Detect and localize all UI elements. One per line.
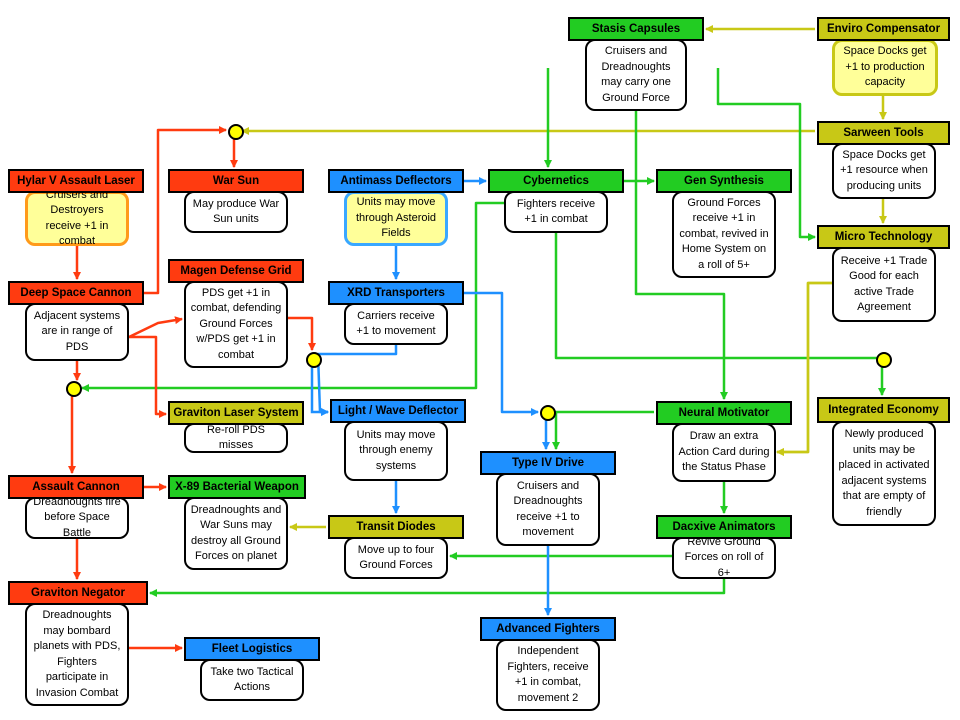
connector-dacxive-to-gravneg: [149, 579, 726, 597]
junction-dot: [228, 124, 244, 140]
connector-dsc-to-magen: [128, 316, 183, 339]
tech-description: Re-roll PDS misses: [184, 423, 288, 453]
junction-dot: [66, 381, 82, 397]
connector-dsc-to-warsun: [144, 126, 227, 295]
tech-title: Integrated Economy: [817, 397, 950, 423]
tech-description: Carriers receive +1 to movement: [344, 303, 448, 345]
tech-title: Magen Defense Grid: [168, 259, 304, 283]
tech-description: Take two Tactical Actions: [200, 659, 304, 701]
junction-dot: [876, 352, 892, 368]
tech-description: Cruisers and Destroyers receive +1 in co…: [25, 189, 129, 247]
tech-title: Type IV Drive: [480, 451, 616, 475]
connector-cyber-to-integrated: [554, 233, 886, 396]
tech-description: Fighters receive +1 in combat: [504, 191, 608, 233]
junction-dot: [306, 352, 322, 368]
tech-description: Revive Ground Forces on roll of 6+: [672, 536, 776, 579]
connector-stasis-to-neural: [634, 111, 728, 400]
connector-junction-to-lightwave: [310, 364, 329, 416]
tech-title: War Sun: [168, 169, 304, 193]
tech-description: Dreadnoughts may bombard planets with PD…: [25, 603, 129, 706]
tech-description: Space Docks get +1 resource when produci…: [832, 143, 936, 199]
tech-description: Cruisers and Dreadnoughts may carry one …: [585, 39, 687, 111]
tech-description: Newly produced units may be placed in ac…: [832, 421, 936, 526]
connector-cyber-to-assault-junction: [81, 201, 504, 392]
tech-title: Graviton Laser System: [168, 401, 304, 425]
tech-title: Micro Technology: [817, 225, 950, 249]
connector-microtech-to-integrated: [776, 281, 832, 456]
tech-description: Space Docks get +1 to production capacit…: [832, 39, 938, 96]
tech-description: Units may move through enemy systems: [344, 421, 448, 481]
tech-description: Dreadnoughts fire before Space Battle: [25, 496, 129, 539]
tech-title: Cybernetics: [488, 169, 624, 193]
tech-title: Light / Wave Deflector: [330, 399, 466, 423]
junction-dot: [540, 405, 556, 421]
tech-description: PDS get +1 in combat, defending Ground F…: [184, 281, 288, 368]
tech-description: Draw an extra Action Card during the Sta…: [672, 423, 776, 482]
tech-title: XRD Transporters: [328, 281, 464, 305]
tech-description: Move up to four Ground Forces: [344, 537, 448, 579]
tech-title: Deep Space Cannon: [8, 281, 144, 305]
tech-title: Transit Diodes: [328, 515, 464, 539]
tech-description: Units may move through Asteroid Fields: [344, 191, 448, 246]
tech-title: Antimass Deflectors: [328, 169, 464, 193]
tech-description: Receive +1 Trade Good for each active Tr…: [832, 247, 936, 322]
tech-description: May produce War Sun units: [184, 191, 288, 233]
tech-title: Advanced Fighters: [480, 617, 616, 641]
tech-description: Adjacent systems are in range of PDS: [25, 303, 129, 361]
tech-title: Enviro Compensator: [817, 17, 950, 41]
connector-neural-to-typeiv: [552, 410, 654, 450]
connector-microtech-to-neural: [776, 281, 832, 456]
tech-title: Gen Synthesis: [656, 169, 792, 193]
tech-title: Sarween Tools: [817, 121, 950, 145]
tech-description: Independent Fighters, receive +1 in comb…: [496, 639, 600, 711]
tech-title: Stasis Capsules: [568, 17, 704, 41]
tech-title: Graviton Negator: [8, 581, 148, 605]
tech-title: Neural Motivator: [656, 401, 792, 425]
tech-title: Fleet Logistics: [184, 637, 320, 661]
tech-title: X-89 Bacterial Weapon: [168, 475, 306, 499]
connector-magen-to-lightwave: [288, 316, 316, 351]
tech-title: Assault Cannon: [8, 475, 144, 499]
tech-title: Hylar V Assault Laser: [8, 169, 144, 193]
tech-description: Cruisers and Dreadnoughts receive +1 to …: [496, 473, 600, 546]
connector-stasis-to-microtech: [716, 68, 816, 241]
connector-dsc-to-gls: [129, 335, 167, 418]
tech-description: Ground Forces receive +1 in combat, revi…: [672, 191, 776, 278]
tech-description: Dreadnoughts and War Suns may destroy al…: [184, 497, 288, 570]
connector-xrd-to-typeiv: [448, 291, 539, 416]
tech-title: Dacxive Animators: [656, 515, 792, 539]
